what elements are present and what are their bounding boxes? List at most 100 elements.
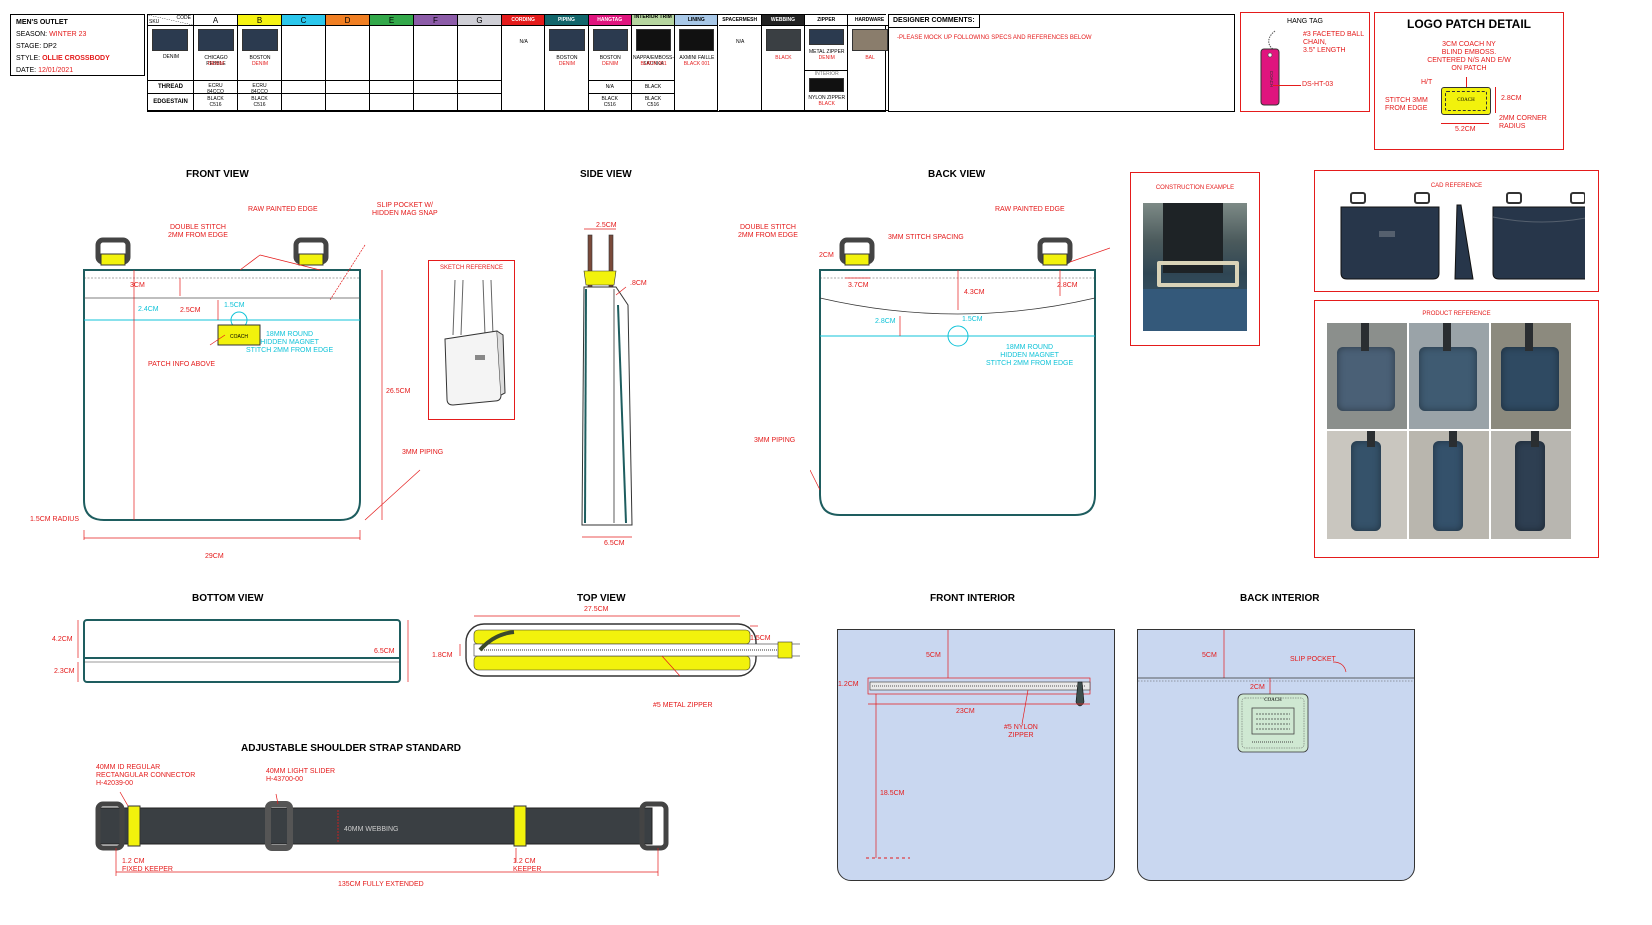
edgestain-row-label: EDGESTAIN [148, 94, 194, 111]
side-view-title: SIDE VIEW [580, 169, 632, 180]
material-name: N/A [735, 39, 745, 45]
sv-top: 2.5CM [596, 222, 617, 229]
construction-box: CONSTRUCTION EXAMPLE [1130, 172, 1260, 346]
code-cell-a [194, 26, 238, 81]
construction-title: CONSTRUCTION EXAMPLE [1155, 185, 1235, 191]
material-cell [675, 26, 719, 111]
back-interior-title: BACK INTERIOR [1240, 593, 1320, 604]
material-color: DENIM [818, 55, 835, 61]
material-swatch [635, 29, 672, 51]
style-row: STYLE: OLLIE CROSSBODY [16, 55, 110, 62]
zipper-sub-color: BLACK [818, 101, 835, 107]
material-name: BOSTON [599, 55, 621, 61]
thread-cell: N/A [588, 81, 632, 94]
sku-cell: DENIM [148, 26, 194, 81]
material-name: METAL ZIPPER [808, 49, 845, 55]
material-cell [761, 26, 806, 111]
bv-double-stitch: DOUBLE STITCH 2MM FROM EDGE [738, 224, 798, 239]
material-swatch [592, 29, 628, 51]
tv-1-5cm: 1.5CM [750, 635, 771, 642]
bv-2-8cm-b: 2.8CM [875, 318, 896, 325]
bv-4-3cm: 4.3CM [964, 289, 985, 296]
tv-zipper: #5 METAL ZIPPER [653, 702, 713, 709]
edgestain-cell-c [282, 94, 326, 111]
product-reference-title: PRODUCT REFERENCE [1422, 311, 1491, 317]
top-view-drawing [459, 615, 800, 677]
material-swatch [852, 29, 888, 51]
material-color: DENIM [602, 61, 619, 67]
code-cell-d [326, 26, 370, 81]
strap-connector: 40MM ID REGULAR RECTANGULAR CONNECTOR H-… [96, 764, 196, 787]
material-col-piping: PIPING [545, 15, 589, 26]
tv-width: 27.5CM [584, 606, 609, 613]
material-swatch [679, 29, 715, 51]
fv-double-stitch: DOUBLE STITCH 2MM FROM EDGE [168, 224, 228, 239]
fv-slip-pocket: SLIP POCKET W/ HIDDEN MAG SNAP [372, 202, 438, 217]
back-view-drawing [810, 237, 1110, 516]
material-name: AXMINI FAILLE [679, 55, 715, 61]
material-cell [588, 26, 632, 81]
svg-text:COACH: COACH [1269, 71, 1274, 87]
edgestain-cell-a: BLACK C516 [194, 94, 238, 111]
code-cell-b [238, 26, 282, 81]
material-color: BLACK [775, 55, 792, 61]
stage-row: STAGE: DP2 [16, 43, 57, 50]
table-corner: CODE SKU [148, 15, 194, 26]
strap-slider: 40MM LIGHT SLIDER H-43700-00 [266, 768, 336, 783]
edgestain-cell-g [458, 94, 502, 111]
material-swatch [242, 29, 278, 51]
material-name: NAPPA/EMBOSS-SKUNKA [633, 55, 675, 67]
bov-2-3cm: 2.3CM [54, 668, 75, 675]
material-color: DENIM [558, 61, 575, 67]
top-view-title: TOP VIEW [577, 593, 626, 604]
swatch-label: BOSTON [249, 55, 271, 61]
code-cell-e [370, 26, 414, 81]
thread-cell-g [458, 81, 502, 94]
product-reference-box: PRODUCT REFERENCE [1314, 300, 1599, 558]
front-interior-title: FRONT INTERIOR [930, 593, 1015, 604]
material-cell [502, 26, 546, 111]
zipper-sub-label: INTERIOR [805, 70, 849, 77]
material-color: BAL [865, 55, 875, 61]
thread-cell-c [282, 81, 326, 94]
dept-header: MEN'S OUTLET [16, 19, 68, 26]
front-view-title: FRONT VIEW [186, 169, 249, 180]
bi-slip-pocket: SLIP POCKET [1290, 656, 1336, 663]
thread-cell: BLACK [631, 81, 676, 94]
logo-patch-box: LOGO PATCH DETAIL 3CM COACH NY BLIND EMB… [1374, 12, 1564, 150]
thread-row-label: THREAD [148, 81, 194, 94]
strap-length: 135CM FULLY EXTENDED [338, 881, 424, 888]
bi-2cm: 2CM [1250, 684, 1265, 691]
strap-title: ADJUSTABLE SHOULDER STRAP STANDARD [241, 743, 462, 754]
back-interior-panel: COACH 5CM SLIP POCKET 2CM [1137, 629, 1415, 881]
code-cell-g [458, 26, 502, 81]
material-color: BLACK 001 [683, 61, 710, 67]
hang-tag-title: HANG TAG [1287, 18, 1323, 25]
material-swatch [809, 78, 845, 92]
cad-reference-box: CAD REFERENCE [1314, 170, 1599, 292]
edgestain-cell-d [326, 94, 370, 111]
swatch-color-label: DENIM [251, 61, 269, 67]
fi-1-2cm: 1.2CM [838, 681, 859, 688]
bv-3-7cm: 3.7CM [848, 282, 869, 289]
cad-reference-title: CAD REFERENCE [1430, 183, 1483, 189]
edgestain-cell: BLACK C516 [588, 94, 632, 111]
fv-piping: 3MM PIPING [402, 449, 444, 456]
hang-tag-illustration: COACH [1260, 30, 1280, 106]
code-col-c: C [282, 15, 326, 26]
material-col-zipper: ZIPPER [805, 15, 849, 26]
logo-patch-height: 2.8CM [1501, 95, 1522, 102]
product-photo [1327, 323, 1407, 429]
fv-2-4cm: 2.4CM [138, 306, 159, 313]
material-col-hardware: HARDWARE [848, 15, 892, 26]
fv-3cm: 3CM [130, 282, 145, 289]
thread-cell-a: ECRU 84CCQ [194, 81, 238, 95]
logo-patch-width: 5.2CM [1455, 126, 1476, 133]
thread-cell-e [370, 81, 414, 94]
sv-8: .8CM [630, 280, 647, 287]
fv-height: 26.5CM [386, 388, 411, 395]
material-col-cording: CORDING [502, 15, 546, 26]
designer-comments-box: DESIGNER COMMENTS: -PLEASE MOCK UP FOLLO… [888, 14, 1235, 112]
product-photo [1409, 431, 1489, 539]
code-col-e: E [370, 15, 414, 26]
